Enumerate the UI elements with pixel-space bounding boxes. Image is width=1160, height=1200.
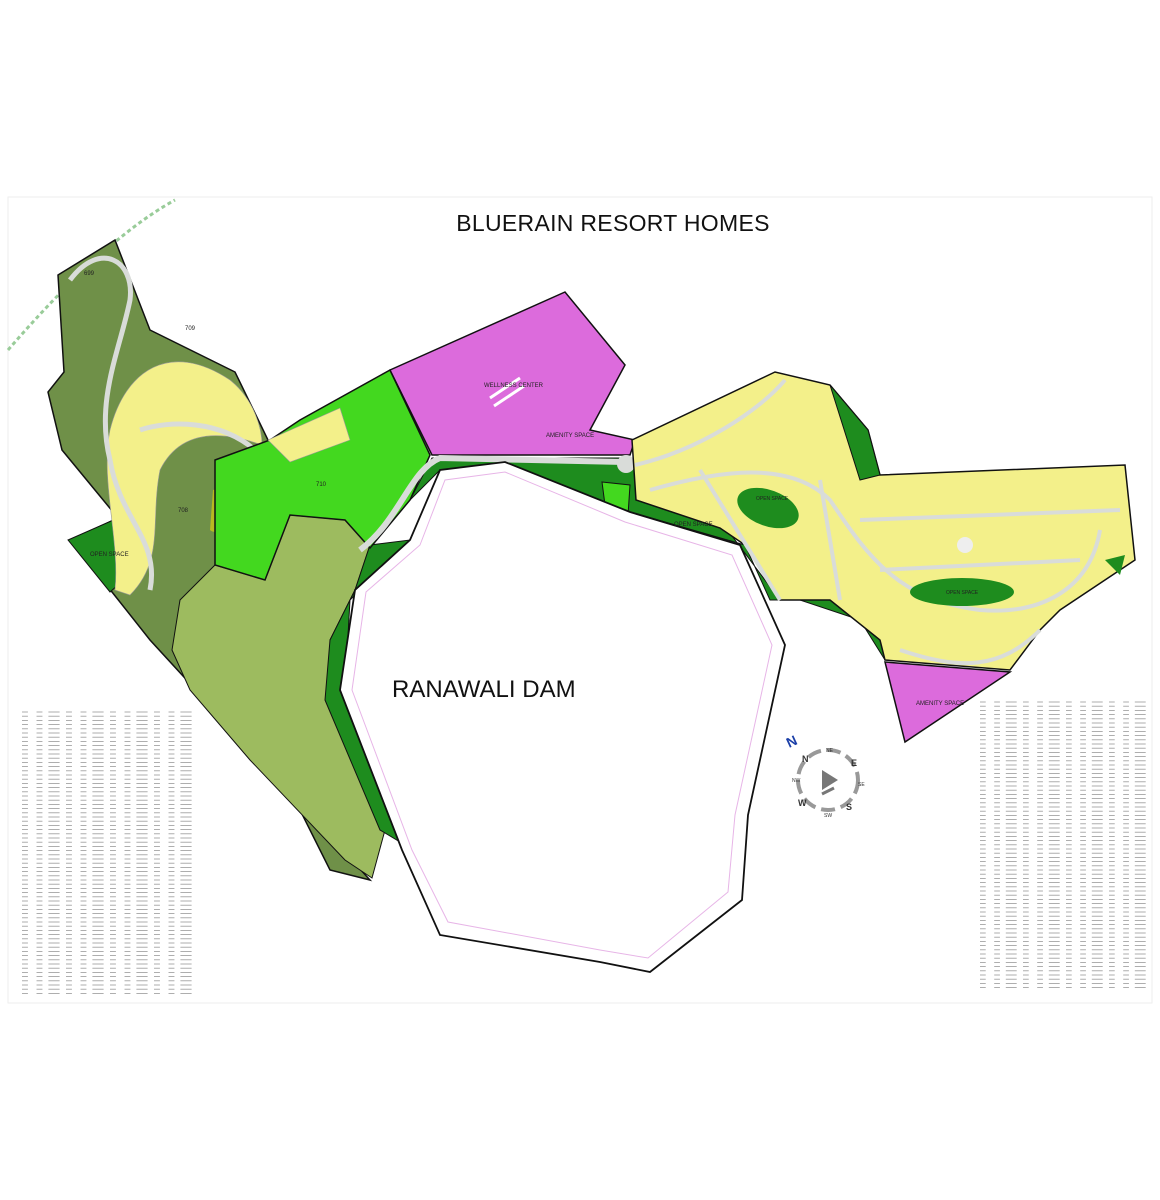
parcel-710-label: 710 <box>316 482 327 488</box>
lot-area-tables <box>22 701 1146 994</box>
open-space-east-edge <box>1105 555 1125 575</box>
compass-w: W <box>798 798 807 808</box>
open-space-east-label: OPEN SPACE <box>946 590 979 596</box>
wellness-center-label: WELLNESS CENTER <box>484 383 544 389</box>
amenity-space-top-label: AMENITY SPACE <box>546 433 594 439</box>
amenity-zone-north <box>388 291 636 456</box>
compass-e: E <box>851 758 857 768</box>
road-west-loop <box>68 255 257 591</box>
amenity-zone-south <box>884 661 1013 744</box>
open-space-left-label: OPEN SPACE <box>90 552 129 558</box>
open-space-oval-label: OPEN SPACE <box>756 496 789 502</box>
open-space-ellipse <box>910 578 1014 606</box>
parcel-709-label: 709 <box>185 326 196 332</box>
open-space-road-label: OPEN SPACE <box>674 522 713 528</box>
plan-title: BLUERAIN RESORT HOMES <box>456 210 770 236</box>
roundabout <box>617 455 635 473</box>
compass-nw: NW <box>792 778 801 784</box>
compass-sw: SW <box>824 813 832 819</box>
compass-n: N <box>802 754 809 764</box>
roundabout-east <box>957 537 973 553</box>
open-space-oval <box>737 487 799 529</box>
road-east-grid <box>634 378 1121 666</box>
amenity-space-bottom-label: AMENITY SPACE <box>916 701 964 707</box>
parcel-710-green <box>214 368 431 581</box>
compass-ne: NE <box>826 748 834 754</box>
parcel-708-label: 708 <box>178 508 189 514</box>
open-space-east-strip <box>829 384 881 481</box>
wellness-marker <box>493 384 525 408</box>
wellness-marker <box>489 376 521 400</box>
lots-north-yellow <box>267 407 351 463</box>
dam-label: RANAWALI DAM <box>392 676 576 703</box>
dam-inner-boundary <box>351 471 773 959</box>
plan-frame <box>7 196 1153 1004</box>
main-road <box>358 454 626 553</box>
compass-rose: N N NE E SE S SW W NW <box>784 732 866 819</box>
compass-pointer-icon <box>822 770 838 790</box>
compass-se: SE <box>858 782 865 788</box>
lots-west-yellow <box>106 361 263 596</box>
compass-s: S <box>846 802 852 812</box>
north-marker: N <box>784 732 800 751</box>
ranawali-dam <box>339 461 786 973</box>
parcel-699-label: 699 <box>84 271 95 277</box>
